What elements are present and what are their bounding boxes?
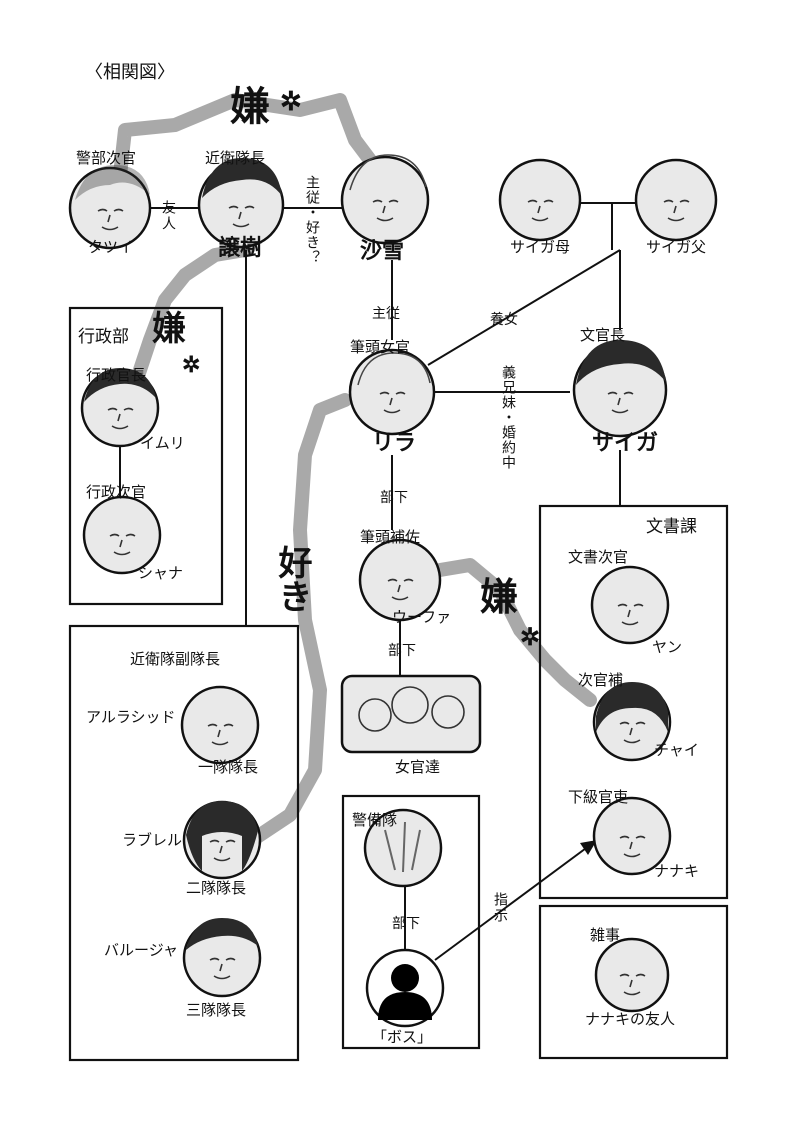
dislike-arrow-gyosei [128,243,252,392]
tatsui-name: タツイ [88,238,133,256]
nanaki-role: 下級官吏 [568,788,628,806]
nanaki-friend-box [538,904,729,1060]
diagram-title: 〈相関図〉 [85,62,175,83]
tatsui-role: 警部次官 [76,149,136,167]
relation-friend: 友人 [160,200,176,232]
nanaki-friend-portrait [594,937,670,1013]
relation-adopted-daughter: 養女 [490,311,518,328]
line-boss-nanaki [434,839,598,961]
shana-portrait [82,495,162,575]
guard-role: 警備隊 [352,811,397,829]
like-arrow [238,393,352,852]
gyoseibu-label: 行政部 [78,327,129,347]
bulujah-role: 三隊隊長 [186,1001,246,1019]
dislike-annotation-top: 嫌 [230,83,270,130]
instruction-arrowhead [580,840,597,855]
joju-role: 近衛隊長 [205,149,265,167]
yan-portrait [590,565,670,645]
dislike-annotation-gyosei: 嫌 [152,309,186,349]
nanaki-name: ナナキ [654,862,699,880]
arrashid-role: 一隊隊長 [198,758,258,776]
line-adopted [427,249,621,366]
shana-role: 行政次官 [86,483,146,501]
relation-subordinate-guard-boss: 部下 [392,916,420,932]
bunshoka-box [538,504,729,900]
like-annotation: 好き [272,545,313,613]
sayuki-portrait [340,154,430,245]
anger-mark-icon-3: ✲ [520,622,540,651]
relation-instruction: 指示 [492,892,508,924]
boss-silhouette-icon [365,948,445,1028]
relation-subordinate-woofa-ladies: 部下 [388,643,416,659]
nanaki-friend-name: ナナキの友人 [585,1010,675,1028]
relation-subordinate-lila-woofa: 部下 [380,490,408,506]
imuri-name: イムリ [140,434,185,452]
woofa-name: ウーファ [392,608,451,626]
shana-name: シャナ [138,564,183,582]
court-ladies-name: 女官達 [395,758,440,776]
saiga-name: サイガ [592,431,658,456]
guard-portrait [363,808,443,888]
saiga-father-portrait [634,158,718,242]
court-ladies-picture [340,674,482,754]
dislike-arrow-top [113,93,377,182]
imuri-role: 行政官長 [86,366,146,384]
sayuki-name: 沙雪 [360,239,404,264]
boss-name: 「ボス」 [372,1028,432,1046]
saiga-mother-name: サイガ母 [510,238,570,256]
chai-portrait [592,682,672,762]
rabrel-portrait [182,800,262,880]
nanaki-friend-role: 雑事 [590,926,620,944]
vice-captains-label: 近衛隊副隊長 [130,650,220,668]
anger-mark-icon: ✲ [280,87,302,117]
bulujah-name: バルージャ [104,941,178,959]
gyoseibu-box [68,306,224,606]
relation-master-servant: 主従 [372,306,400,322]
relation-master-servant-love: 主従・好き？ [304,175,320,265]
dislike-arrow-woofa [433,558,597,707]
woofa-portrait [358,538,442,622]
guard-box [341,794,481,1050]
rabrel-role: 二隊隊長 [186,879,246,897]
anger-mark-icon-2: ✲ [182,352,200,378]
relation-siblings-engaged: 義兄妹・婚約中 [500,364,516,470]
lila-name: リラ [372,431,416,456]
dislike-annotation-woofa: 嫌 [480,574,518,619]
yan-role: 文書次官 [568,548,628,566]
joju-portrait [197,158,285,249]
lila-role: 筆頭女官 [350,338,410,356]
woofa-role: 筆頭補佐 [360,528,420,546]
yan-name: ヤン [652,638,682,656]
saiga-father-name: サイガ父 [646,238,706,256]
chai-role: 次官補 [578,671,623,689]
bulujah-portrait [182,918,262,998]
saiga-role: 文官長 [580,326,625,344]
vice-captains-box [68,624,300,1062]
chai-name: チャイ [654,741,699,759]
rabrel-name: ラブレル [122,831,182,849]
joju-name: 譲樹 [218,235,262,261]
lila-portrait [348,348,436,436]
bunshoka-label: 文書課 [646,517,697,537]
arrashid-portrait [180,685,260,765]
nanaki-portrait [592,796,672,876]
tatsui-portrait [68,165,152,250]
arrashid-name: アルラシッド [86,708,176,726]
saiga-portrait [572,340,668,438]
saiga-mother-portrait [498,158,582,242]
imuri-portrait [80,368,160,448]
